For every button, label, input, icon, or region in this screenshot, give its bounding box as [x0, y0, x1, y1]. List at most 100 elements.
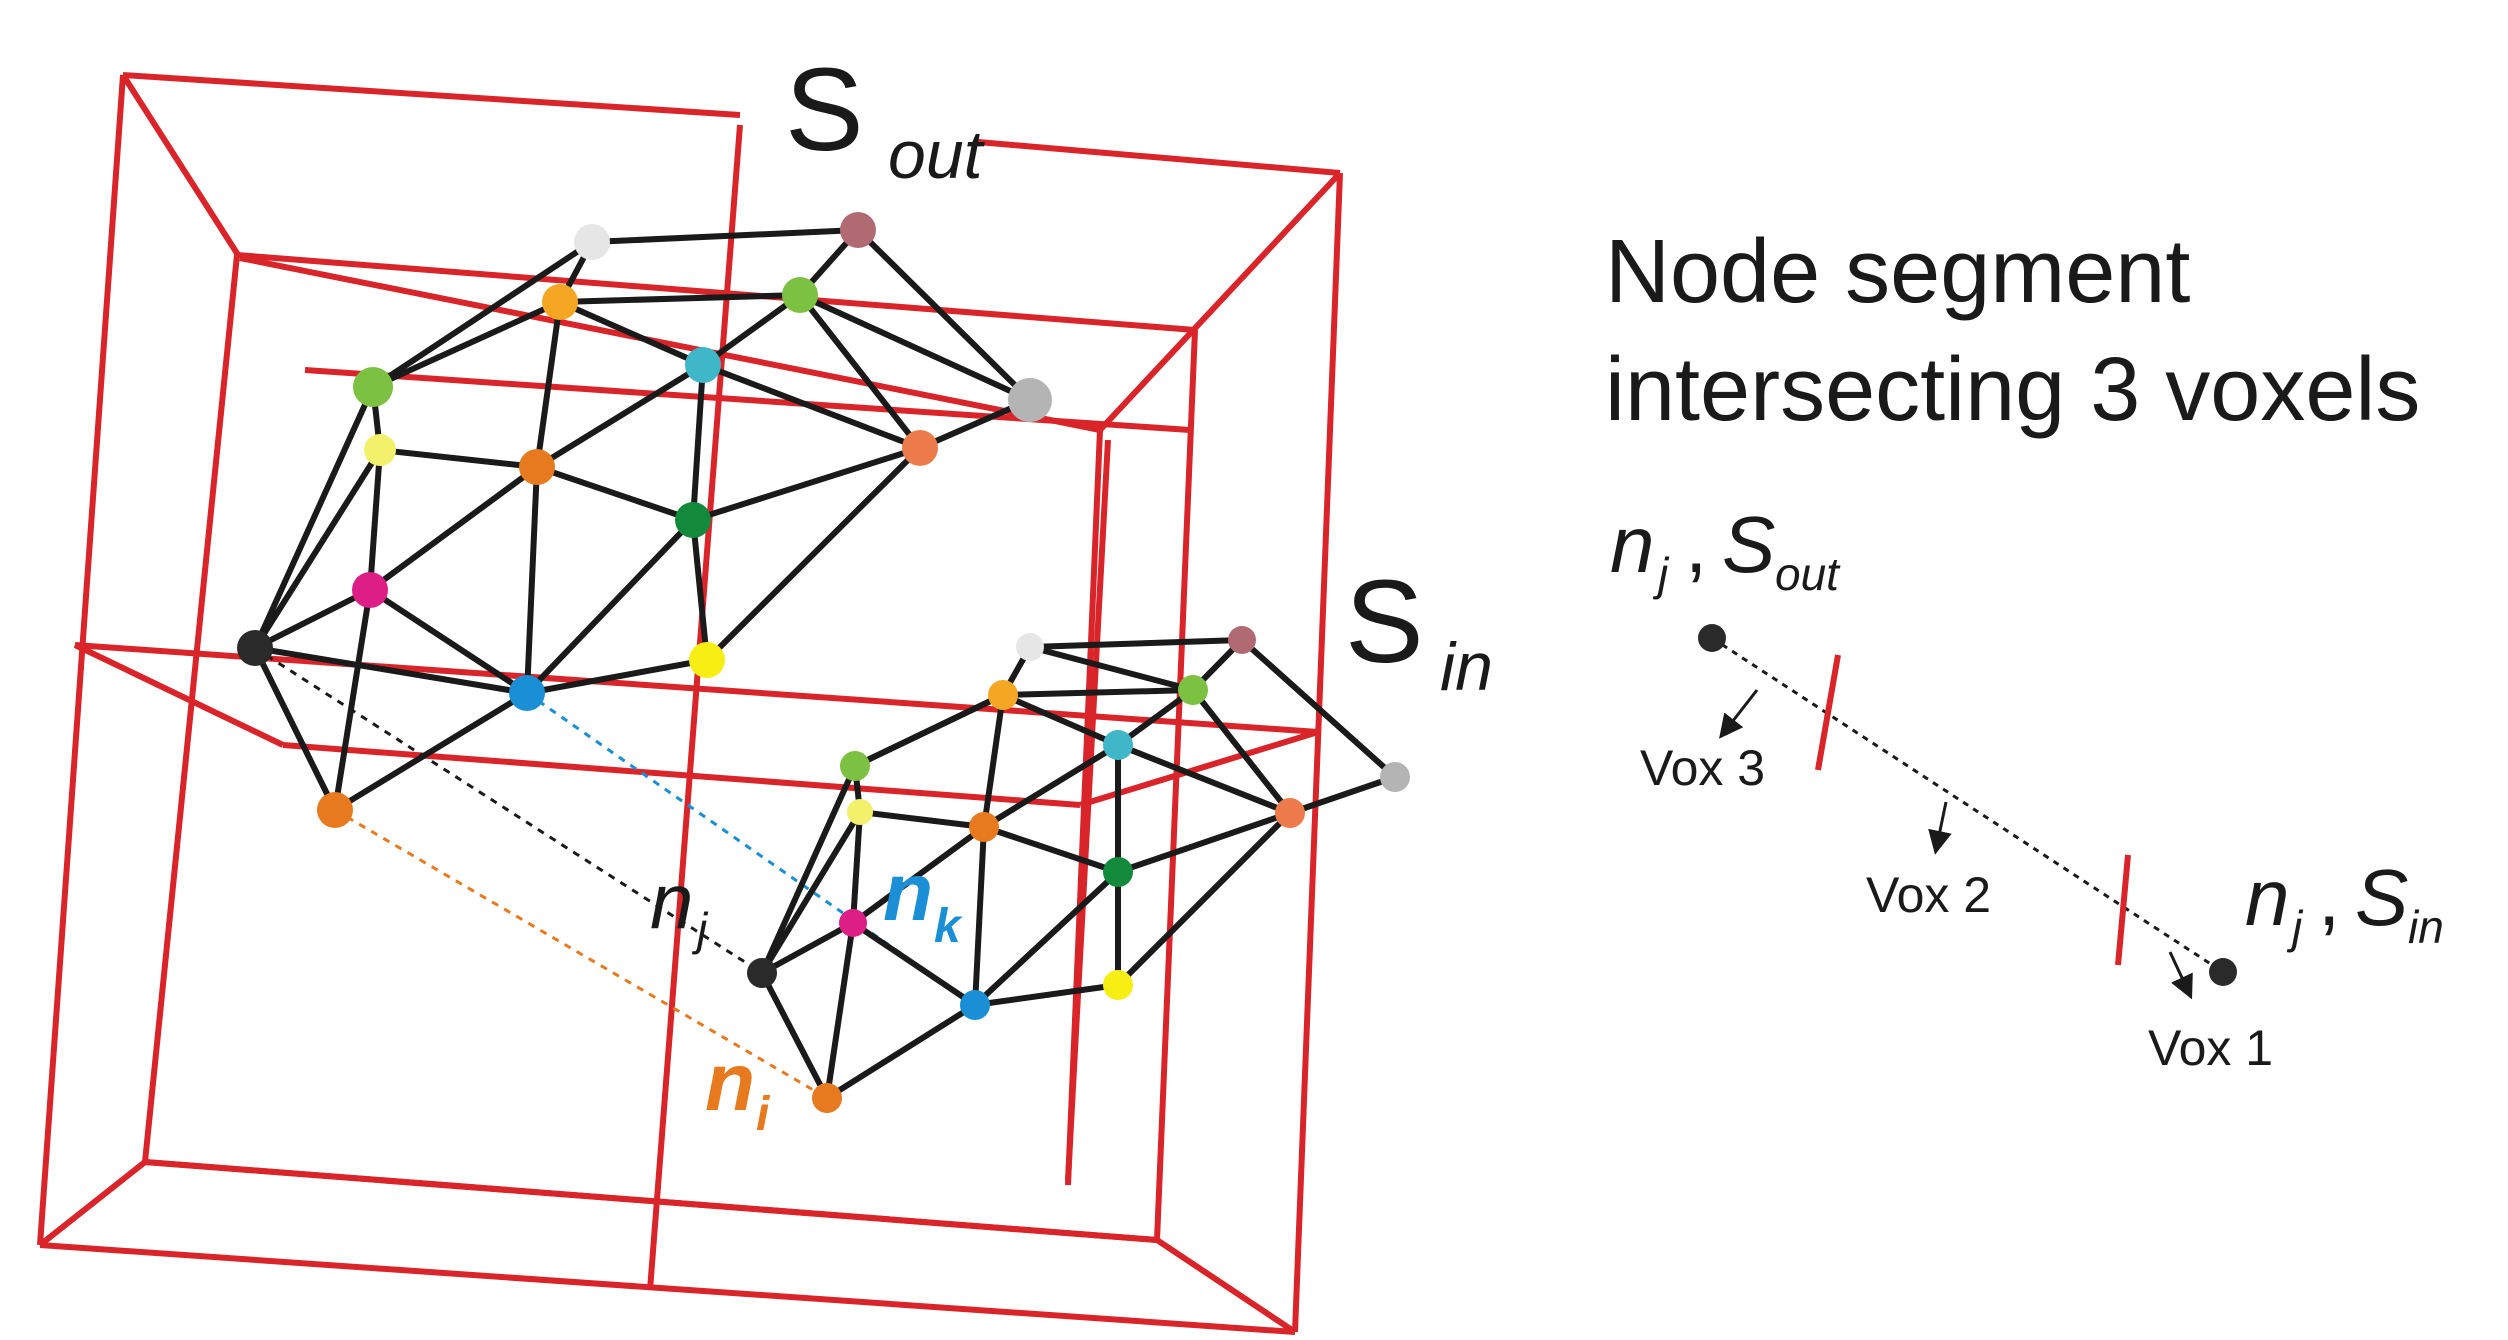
mesh-edge — [367, 587, 530, 696]
frame-edge — [120, 73, 243, 260]
mesh-edge — [797, 292, 923, 451]
vox3-label: Vox 3 — [1640, 740, 1765, 796]
mesh-node — [1016, 633, 1044, 661]
mesh-edge — [252, 587, 373, 651]
mesh-node — [574, 224, 610, 260]
mesh-edge — [857, 809, 987, 830]
mesh-edge — [981, 824, 1121, 875]
end-s: S — [2355, 853, 2408, 942]
mesh-edge — [1027, 644, 1196, 693]
mesh-edge — [1287, 774, 1398, 816]
mesh-edge — [1027, 637, 1245, 650]
mesh-edge — [377, 447, 540, 470]
mesh-node — [317, 792, 353, 828]
s-in-letter: S — [1345, 556, 1424, 688]
mesh-node — [1275, 798, 1305, 828]
n-j-letter: n — [650, 857, 693, 945]
mesh-edge — [850, 824, 987, 926]
vox1-arrow — [2168, 951, 2193, 1000]
start-s-subscript: out — [1775, 548, 1841, 600]
mesh-nodes — [237, 212, 1410, 1113]
mesh-edge — [1000, 687, 1196, 698]
mesh-edge — [1115, 687, 1196, 748]
mesh-edge — [972, 824, 987, 1008]
segment-start-node — [1698, 624, 1726, 652]
mesh-node — [509, 675, 545, 711]
vox2-label: Vox 2 — [1866, 867, 1991, 923]
mesh-node — [1103, 857, 1133, 887]
vox2-arrow — [1928, 801, 1952, 855]
mesh-edge — [981, 692, 1006, 830]
mesh-edge — [690, 517, 710, 663]
mesh-edge — [252, 645, 338, 813]
frame-edge — [977, 139, 1341, 176]
correspondence-line — [254, 646, 763, 975]
mesh-edge — [557, 299, 706, 368]
mesh-node — [364, 434, 396, 466]
frame-edge — [1292, 172, 1343, 1333]
mesh-node — [1228, 626, 1256, 654]
label-n-i: n i — [705, 1037, 771, 1141]
segment-start-label: n j , S out — [1610, 500, 1841, 600]
frame-edge — [1065, 439, 1111, 1181]
mesh-edge — [981, 742, 1121, 830]
frame-edge — [142, 254, 240, 1163]
frame-edge — [73, 642, 285, 748]
mesh-node — [1103, 970, 1133, 1000]
n-i-letter: n — [705, 1037, 755, 1128]
n-i-subscript: i — [756, 1088, 771, 1141]
mesh-node — [685, 347, 721, 383]
mesh-edge — [534, 299, 563, 470]
side-title-line2: intersecting 3 voxels — [1605, 340, 2420, 440]
mesh-edge — [1115, 742, 1293, 816]
mesh-node — [988, 680, 1018, 710]
end-n: n — [2245, 853, 2290, 942]
s-in-subscript: in — [1440, 629, 1493, 705]
mesh-node — [353, 367, 393, 407]
mesh-edge — [252, 384, 376, 651]
mesh-node — [840, 212, 876, 248]
side-title-line1: Node segment — [1605, 222, 2190, 322]
mesh-node — [840, 751, 870, 781]
start-s: S — [1722, 500, 1775, 589]
mesh-node — [1008, 378, 1052, 422]
mesh-edge — [524, 517, 696, 696]
mesh-edges — [252, 227, 1398, 1101]
mesh-edge — [370, 239, 595, 390]
mesh-edge — [759, 920, 856, 976]
label-n-k: n k — [883, 847, 963, 953]
mesh-edge — [759, 763, 858, 976]
mesh-node — [960, 990, 990, 1020]
mesh-node — [812, 1083, 842, 1113]
vox1-label: Vox 1 — [2148, 1020, 2273, 1076]
voxel-frame — [37, 72, 1343, 1335]
frame-edge — [236, 252, 1196, 333]
mesh-node — [237, 630, 273, 666]
voxel-boundary-2 — [2115, 854, 2131, 966]
mesh-edge — [690, 445, 923, 523]
mesh-node — [839, 909, 867, 937]
correspondence-lines — [254, 646, 976, 1100]
mesh-edge — [1000, 692, 1121, 748]
mesh-edge — [252, 447, 383, 651]
mesh-edge — [524, 464, 540, 696]
start-comma: , — [1685, 500, 1707, 589]
start-n: n — [1610, 500, 1655, 589]
frame-edge — [304, 367, 1191, 433]
mesh-node — [902, 430, 938, 466]
mesh-edge — [972, 869, 1121, 1008]
frame-edge — [39, 1242, 1296, 1335]
segment-end-label: n j , S in — [2245, 853, 2444, 953]
mesh-node — [969, 812, 999, 842]
node-segment-line — [1711, 636, 2224, 974]
mesh-edge — [850, 809, 863, 926]
mesh-edge — [759, 970, 830, 1101]
mesh-edge — [1115, 810, 1293, 875]
mesh-edge — [700, 292, 803, 368]
s-out-letter: S — [785, 44, 864, 176]
mesh-edge — [1190, 687, 1293, 816]
end-comma: , — [2318, 853, 2340, 942]
segment-end-node — [2209, 958, 2237, 986]
mesh-node — [542, 284, 578, 320]
